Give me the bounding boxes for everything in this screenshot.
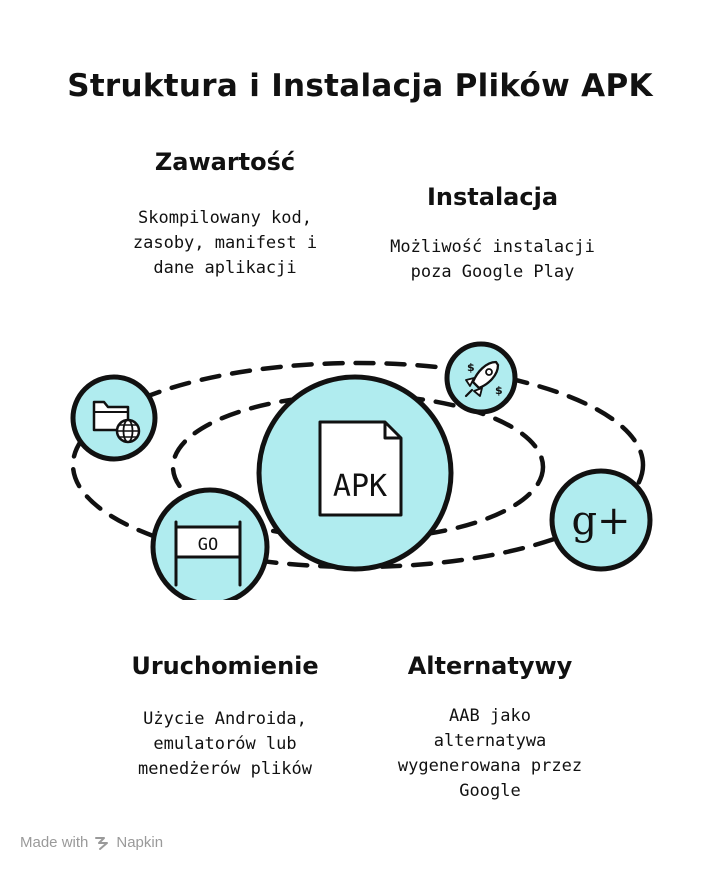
section-content-heading: Zawartość xyxy=(154,148,296,176)
google-plus-node: g+ xyxy=(549,468,653,572)
made-with-label: Made with xyxy=(20,834,89,851)
go-sign-node: GO xyxy=(150,487,270,600)
section-alt-heading: Alternatywy xyxy=(407,652,573,680)
napkin-logo-icon xyxy=(95,836,109,850)
section-run-text: Użycie Androida, emulatorów lub menedżer… xyxy=(138,709,312,779)
rocket-node: $ $ xyxy=(444,341,518,415)
section-content-text: Skompilowany kod, zasoby, manifest i dan… xyxy=(132,208,318,278)
apk-diagram: APK $ $ g+ xyxy=(70,341,653,600)
section-install: Instalacja Możliwość instalacji poza Goo… xyxy=(365,183,620,285)
section-run: Uruchomienie Użycie Androida, emulatorów… xyxy=(100,652,350,782)
page-title: Struktura i Instalacja Plików APK xyxy=(67,68,653,104)
folder-globe-icon xyxy=(92,400,141,444)
section-content: Zawartość Skompilowany kod, zasoby, mani… xyxy=(100,148,350,281)
made-with-napkin-footer[interactable]: Made with Napkin xyxy=(20,834,163,851)
section-alt-text: AAB jako alternatywa wygenerowana przez … xyxy=(397,706,583,801)
section-install-text: Możliwość instalacji poza Google Play xyxy=(390,237,595,282)
section-alt: Alternatywy AAB jako alternatywa wygener… xyxy=(360,652,620,804)
go-sign-icon xyxy=(174,520,242,587)
rocket-icon: $ $ xyxy=(464,360,503,398)
apk-file-icon xyxy=(318,420,403,517)
napkin-brand-label: Napkin xyxy=(116,834,164,851)
svg-text:$: $ xyxy=(495,384,503,397)
apk-label: APK xyxy=(333,469,387,504)
section-run-heading: Uruchomienie xyxy=(131,652,319,680)
section-install-heading: Instalacja xyxy=(426,183,559,211)
svg-text:$: $ xyxy=(467,361,475,374)
google-plus-icon: g+ xyxy=(571,498,630,544)
folder-globe-node xyxy=(70,374,158,462)
go-sign-label: GO xyxy=(198,535,218,555)
apk-node: APK xyxy=(256,374,454,572)
